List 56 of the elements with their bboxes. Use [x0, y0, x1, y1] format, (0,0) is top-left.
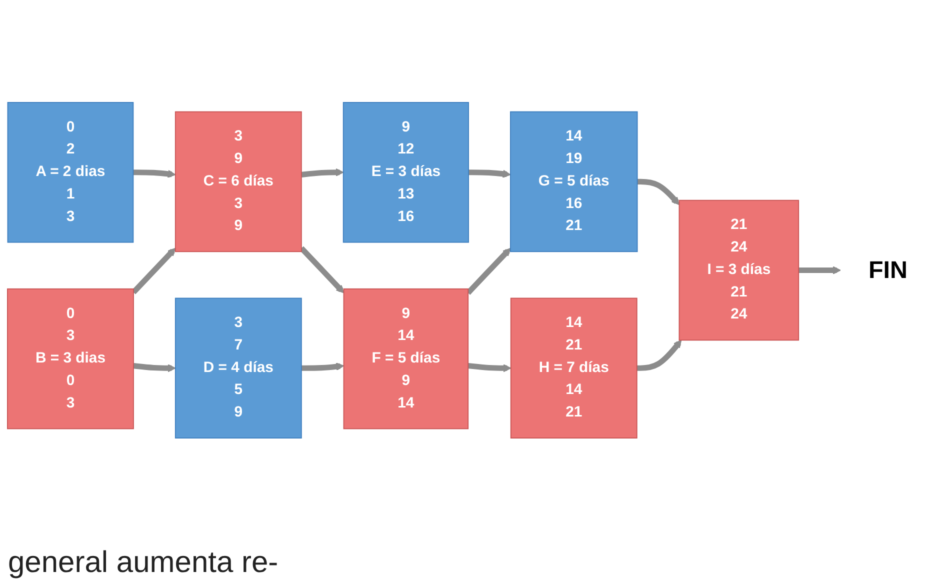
- node-label: 9: [234, 218, 243, 234]
- end-label: FIN: [868, 256, 908, 284]
- node-label: H = 7 días: [538, 359, 609, 376]
- node-label: E = 3 días: [371, 164, 441, 180]
- node-label: C = 6 días: [203, 173, 274, 189]
- node-label: 9: [402, 118, 410, 135]
- activity-box: 3 7 D = 4 días 5 9: [174, 298, 302, 438]
- node-label: 2: [66, 141, 75, 158]
- node-label: 7: [234, 337, 243, 353]
- node-label: 9: [234, 404, 243, 420]
- node-label: A = 2 dias: [36, 164, 106, 180]
- node-label: 24: [730, 306, 748, 322]
- node-label: 1: [66, 186, 75, 202]
- node-label: 0: [66, 372, 75, 388]
- node-label: 19: [566, 150, 582, 167]
- node-label: 0: [66, 305, 75, 322]
- node-label: 3: [66, 394, 75, 411]
- node-label: 21: [730, 216, 748, 233]
- activity-box: 9 12 E = 3 días 13 16: [342, 102, 469, 242]
- node-label: 9: [402, 305, 410, 322]
- node-label: 14: [398, 328, 414, 344]
- node-label: I = 3 días: [707, 262, 771, 278]
- activity-box: 0 2 A = 2 dias 1 3: [7, 102, 134, 242]
- activity-box: 14 21 H = 7 días 14 21: [510, 298, 638, 438]
- node-label: 21: [566, 337, 582, 353]
- node-label: 3: [66, 328, 75, 344]
- node-label: 5: [234, 382, 243, 398]
- node-label: 16: [398, 208, 414, 224]
- node-label: G = 5 días: [538, 173, 610, 189]
- node-label: 9: [402, 372, 410, 388]
- node-label: 24: [730, 239, 748, 256]
- activity-box: 0 3 B = 3 dias 0 3: [7, 288, 134, 429]
- activity-box: 14 19 G = 5 días 16 21: [510, 111, 638, 252]
- node-label: 3: [66, 208, 75, 224]
- node-label: 12: [398, 141, 414, 158]
- node-label: 21: [566, 404, 582, 420]
- node-label: 14: [566, 382, 582, 398]
- activity-box: 21 24 I = 3 días 21 24: [678, 200, 800, 340]
- activity-box: 3 9 C = 6 días 3 9: [174, 111, 302, 252]
- node-label: 3: [234, 195, 243, 212]
- node-label: 14: [566, 128, 582, 144]
- node-label: F = 5 días: [372, 350, 440, 366]
- node-label: 16: [566, 195, 582, 212]
- node-label: 9: [234, 150, 243, 167]
- node-label: 21: [566, 218, 582, 234]
- node-label: 14: [566, 314, 582, 331]
- node-label: D = 4 días: [203, 359, 274, 376]
- node-label: 0: [66, 118, 75, 135]
- note-text: general aumenta re-: [8, 546, 278, 579]
- activity-box: 9 14 F = 5 días 9 14: [343, 288, 469, 429]
- node-label: B = 3 dias: [35, 350, 106, 366]
- node-label: 21: [730, 284, 748, 300]
- node-label: 3: [234, 314, 243, 331]
- node-label: 14: [398, 394, 414, 411]
- node-label: 3: [234, 128, 243, 144]
- node-label: 13: [398, 186, 414, 202]
